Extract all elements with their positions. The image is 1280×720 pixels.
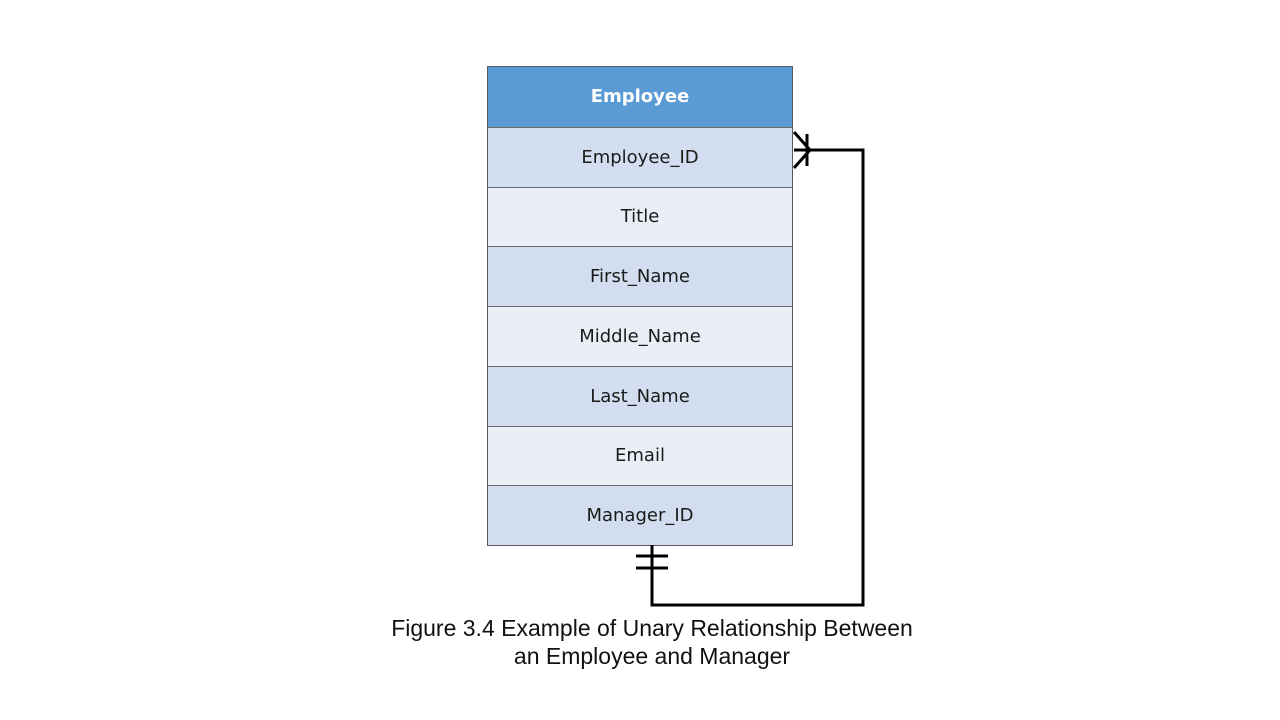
attribute-last-name: Last_Name bbox=[488, 365, 792, 426]
attribute-title: Title bbox=[488, 186, 792, 247]
employee-entity: Employee Employee_ID Title First_Name Mi… bbox=[487, 66, 793, 546]
caption-line-1: Figure 3.4 Example of Unary Relationship… bbox=[391, 615, 913, 641]
caption-line-2: an Employee and Manager bbox=[513, 643, 791, 669]
attribute-employee-id: Employee_ID bbox=[488, 126, 792, 187]
one-only-notation bbox=[636, 554, 668, 570]
attribute-first-name: First_Name bbox=[488, 246, 792, 306]
figure-caption: Figure 3.4 Example of Unary Relationship… bbox=[340, 614, 964, 670]
entity-header: Employee bbox=[488, 67, 792, 127]
attribute-manager-id: Manager_ID bbox=[488, 485, 792, 545]
crows-foot-many-notation bbox=[792, 131, 812, 169]
attribute-middle-name: Middle_Name bbox=[488, 306, 792, 366]
attribute-email: Email bbox=[488, 425, 792, 486]
